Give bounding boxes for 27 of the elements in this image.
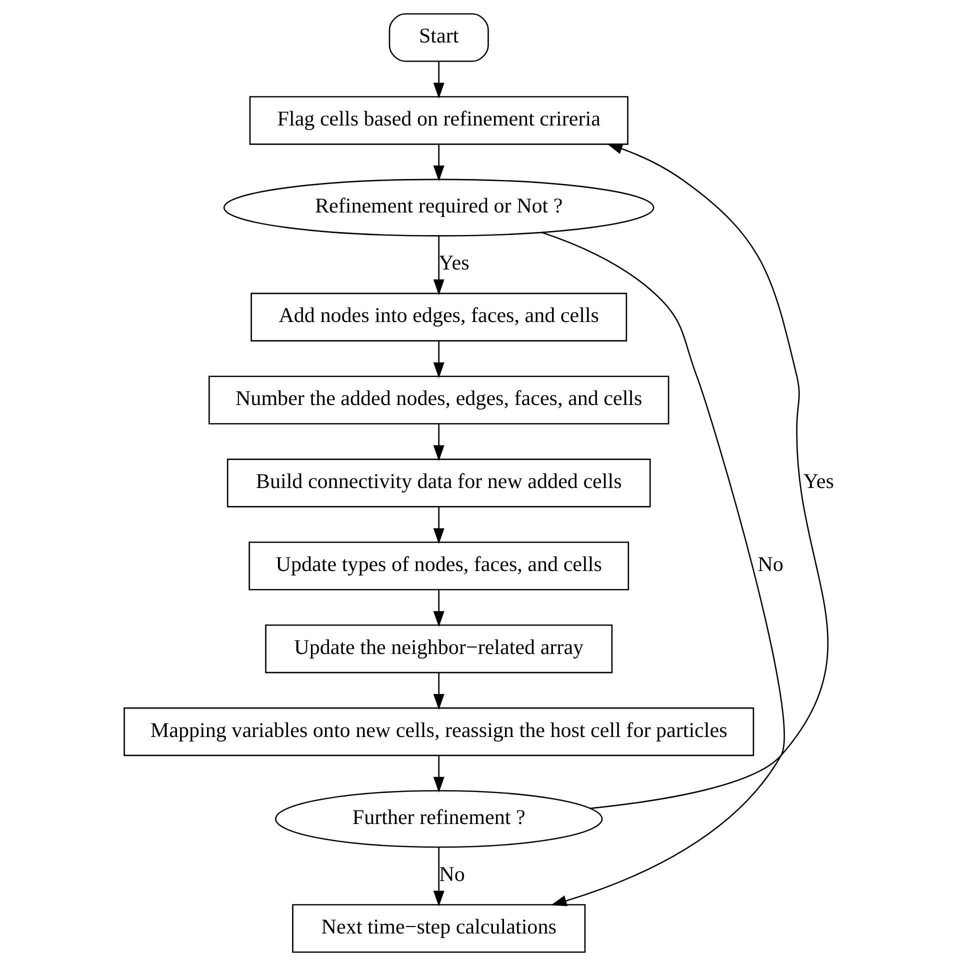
node-box: Update types of nodes, faces, and cells [248,542,630,590]
arrow [433,590,444,627]
arrow [433,756,444,793]
arrow [433,424,444,462]
node-box: Build connectivity data for new added cells [226,458,651,508]
arrow [433,341,444,378]
node-box: Mapping variables onto new cells, reassign the host cell for particles [124,707,754,756]
edge-label: No [758,552,784,576]
edge-label: No [439,862,465,886]
arrow [433,236,444,296]
node-ellipse: Refinement required or Not ? [223,178,654,236]
arrow [590,143,828,810]
node-box: Flag cells based on refinement crireria [249,96,628,145]
arrow [433,144,444,182]
node-box: Number the added nodes, edges, faces, and cells [208,376,670,424]
edge-label: Yes [803,468,834,493]
edge-label: Yes [438,250,470,274]
arrow [541,232,785,906]
arrow [433,62,444,99]
node-box: Add nodes into edges, faces, and cells [250,292,628,342]
arrow [433,672,444,710]
node-box: Next time−step calculations [292,904,586,953]
node-box: Start [388,13,489,62]
arrow [433,847,444,906]
node-ellipse: Further refinement ? [275,790,603,848]
node-box: Update the neighbor−related array [265,624,613,674]
arrow [433,507,444,544]
